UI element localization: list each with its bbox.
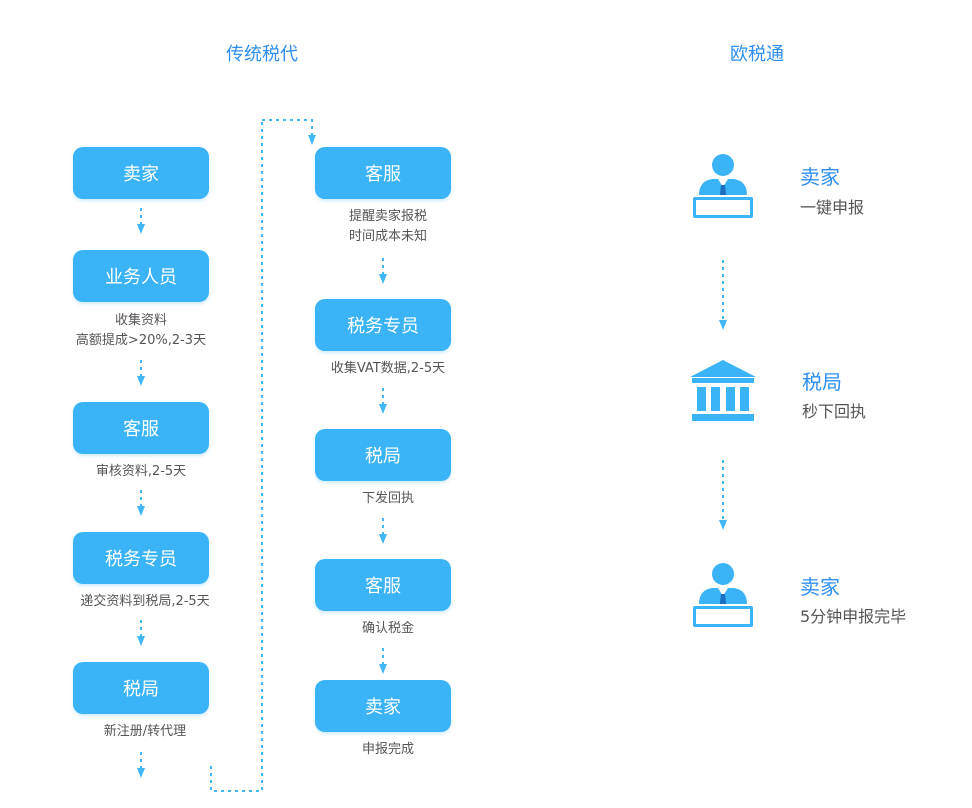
step-note-line: 提醒卖家报税	[348, 209, 427, 224]
step-note: 下发回执	[278, 489, 498, 509]
step-note-line: 时间成本未知	[348, 229, 427, 244]
step-box-tax-bureau: 税局	[73, 662, 209, 714]
connector-link-top	[262, 119, 316, 145]
step-note: 递交资料到税局,2-5天	[35, 592, 255, 612]
step-note-line: 确认税金	[361, 621, 414, 636]
step-box-seller: 卖家	[73, 147, 209, 199]
step-note-line: 递交资料到税局,2-5天	[80, 594, 210, 609]
step-box-tax-bureau: 税局	[315, 429, 451, 481]
ouvat-step-subtitle: 一键申报	[800, 198, 865, 217]
step-note: 收集资料 高额提成>20%,2-3天	[31, 311, 251, 351]
step-note-line: 申报完成	[361, 742, 414, 757]
step-note: 确认税金	[278, 619, 498, 639]
step-note-line: 下发回执	[361, 491, 414, 506]
step-note-line: 高额提成>20%,2-3天	[75, 333, 207, 348]
seller-laptop-icon	[690, 154, 756, 221]
seller-laptop-icon	[690, 563, 756, 630]
step-box-tax-specialist: 税务专员	[73, 532, 209, 584]
ouvat-step-subtitle: 秒下回执	[802, 402, 867, 421]
ouvat-step-subtitle: 5分钟申报完毕	[800, 607, 907, 626]
step-note-line: 新注册/转代理	[103, 724, 187, 739]
step-box-tax-specialist: 税务专员	[315, 299, 451, 351]
step-box-customer-service: 客服	[315, 559, 451, 611]
traditional-title: 传统税代	[226, 44, 298, 65]
ouvat-title: 欧税通	[730, 44, 784, 65]
step-note: 收集VAT数据,2-5天	[278, 359, 498, 379]
step-note-line: 收集资料	[114, 313, 167, 328]
connector-link-bottom	[210, 120, 263, 792]
step-note-line: 收集VAT数据,2-5天	[330, 361, 446, 376]
step-note: 申报完成	[278, 740, 498, 760]
ouvat-step-title: 税局	[802, 370, 842, 394]
step-box-customer-service: 客服	[315, 147, 451, 199]
step-note: 提醒卖家报税 时间成本未知	[278, 207, 498, 247]
tax-bureau-building-icon	[690, 360, 756, 421]
step-box-seller: 卖家	[315, 680, 451, 732]
step-note-line: 审核资料,2-5天	[95, 464, 187, 479]
step-box-customer-service: 客服	[73, 402, 209, 454]
step-box-sales-staff: 业务人员	[73, 250, 209, 302]
step-note: 审核资料,2-5天	[31, 462, 251, 482]
ouvat-step-title: 卖家	[800, 165, 840, 189]
step-note: 新注册/转代理	[35, 722, 255, 742]
ouvat-step-title: 卖家	[800, 575, 840, 599]
